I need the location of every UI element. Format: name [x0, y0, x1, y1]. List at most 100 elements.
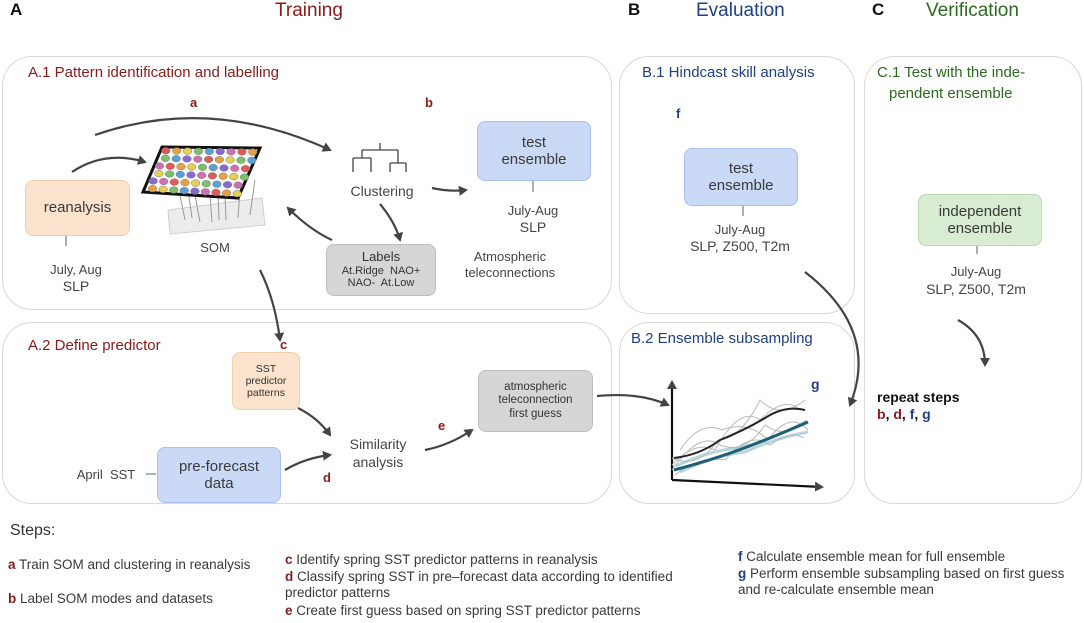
independent-ensemble-line2: ensemble: [947, 220, 1013, 237]
step-item-g-letter: g: [738, 566, 747, 581]
step-label-g: g: [811, 376, 820, 392]
som-node: [215, 148, 225, 156]
ensemble-plot: [667, 380, 824, 492]
som-node: [200, 188, 210, 196]
panel-a1-title: A.1 Pattern identification and labelling: [28, 64, 280, 81]
som-node: [182, 155, 192, 163]
som-node: [248, 148, 258, 156]
som-node: [197, 163, 208, 171]
atm-first-guess-box: atmospheric teleconnection first guess: [478, 370, 593, 432]
independent-ensemble-box: independent ensemble: [918, 194, 1042, 246]
som-node: [232, 190, 242, 198]
steps-heading: Steps:: [10, 522, 56, 539]
arrow-a: [94, 117, 332, 152]
som-node: [191, 179, 201, 187]
som-node: [186, 171, 196, 179]
som-node: [222, 189, 232, 197]
b1-variables: SLP, Z500, T2m: [690, 238, 790, 254]
labels-line1: At.Ridge NAO+: [341, 264, 421, 277]
som-node: [159, 177, 169, 186]
step-item-a-letter: a: [8, 557, 16, 572]
som-node: [218, 172, 228, 180]
step-label-d: d: [323, 470, 331, 485]
test-ensemble-a1-line2: ensemble: [501, 151, 567, 168]
repeat-sep-2: ,: [901, 406, 910, 422]
step-label-c: c: [280, 337, 288, 352]
section-title-training: Training: [275, 0, 343, 21]
step-item-d-text: Classify spring SST in pre–forecast data…: [285, 569, 673, 600]
arrow-c1-down: [957, 319, 990, 367]
step-item-e-text: Create first guess based on spring SST p…: [292, 603, 641, 618]
pre-forecast-line1: pre-forecast: [178, 457, 260, 475]
step-item-d-letter: d: [285, 569, 294, 584]
reanalysis-box: reanalysis: [25, 180, 130, 236]
som-node: [147, 185, 158, 193]
labels-box: Labels At.Ridge NAO+ NAO- At.Low: [326, 244, 436, 296]
c1-variables: SLP, Z500, T2m: [926, 281, 1026, 297]
section-letter-c: C: [872, 0, 885, 19]
test-ensemble-a1-variable: SLP: [519, 219, 547, 235]
panel-b1-title: B.1 Hindcast skill analysis: [642, 64, 815, 81]
step-item-e-letter: e: [285, 603, 293, 618]
step-label-b: b: [425, 95, 433, 110]
step-label-a: a: [190, 95, 198, 110]
panel-c1-title-line2: pendent ensemble: [889, 85, 1013, 102]
sst-predictor-box: SST predictor patterns: [232, 352, 300, 410]
repeat-step-f: f: [909, 406, 915, 422]
step-label-f: f: [676, 106, 681, 121]
som-node: [165, 162, 175, 170]
som-node: [247, 156, 257, 164]
atm-teleconnections-line1: Atmospheric: [473, 249, 547, 264]
test-ensemble-a1-line1: test: [521, 133, 547, 151]
som-node: [229, 173, 239, 181]
som-node: [190, 187, 200, 195]
som-node: [161, 147, 171, 155]
som-node: [236, 156, 246, 164]
som-node: [208, 164, 218, 172]
test-ensemble-b1-line1: test: [728, 159, 754, 177]
arrow-labels-to-som: [286, 206, 333, 242]
som-node: [204, 155, 214, 163]
panel-b2-title: B.2 Ensemble subsampling: [631, 330, 813, 347]
test-ensemble-box-a1: test ensemble: [477, 121, 591, 181]
reanalysis-variable: SLP: [62, 278, 90, 294]
reanalysis-period: July, Aug: [50, 262, 102, 277]
atm-first-guess-line3: first guess: [509, 407, 562, 420]
som-node: [212, 180, 222, 188]
atm-first-guess-line2: teleconnection: [498, 394, 573, 407]
step-item-c-letter: c: [285, 552, 293, 567]
arrow-sst-to-similarity: [297, 407, 332, 437]
step-item-d: d Classify spring SST in pre–forecast da…: [285, 569, 705, 601]
step-item-b-text: Label SOM modes and datasets: [16, 591, 213, 606]
repeat-step-d: d: [893, 406, 902, 422]
arrow-pre-to-similarity: [284, 450, 332, 471]
step-item-g-text: Perform ensemble subsampling based on fi…: [738, 566, 1065, 597]
clustering-label: Clustering: [350, 183, 414, 199]
panel-c1-title-line1: C.1 Test with the inde-: [877, 64, 1026, 81]
som-node: [148, 177, 158, 185]
april-sst-label: April SST: [76, 467, 136, 482]
pre-forecast-box: pre-forecast data: [157, 447, 281, 503]
section-letter-b: B: [628, 0, 641, 19]
arrow-reanalysis-to-som: [71, 155, 147, 173]
som-node: [154, 170, 164, 178]
step-item-a-text: Train SOM and clustering in reanalysis: [15, 557, 251, 572]
som-node: [222, 181, 233, 189]
som-node: [239, 173, 250, 181]
c1-period: July-Aug: [950, 264, 1002, 279]
som-node: [219, 164, 229, 172]
som-label: SOM: [200, 240, 230, 255]
arrow-som-to-sst: [259, 269, 285, 342]
som-node: [197, 171, 207, 179]
labels-line2: NAO- At.Low: [347, 277, 415, 290]
step-item-b-letter: b: [8, 591, 17, 606]
test-ensemble-box-b1: test ensemble: [684, 148, 798, 206]
step-label-e: e: [438, 418, 446, 433]
similarity-line1: Similarity: [349, 436, 407, 452]
pre-forecast-line2: data: [204, 475, 234, 492]
som-node: [193, 147, 203, 155]
som-node: [160, 154, 170, 162]
sst-predictor-line2: predictor: [245, 374, 287, 387]
sst-predictor-line1: SST: [255, 362, 277, 375]
